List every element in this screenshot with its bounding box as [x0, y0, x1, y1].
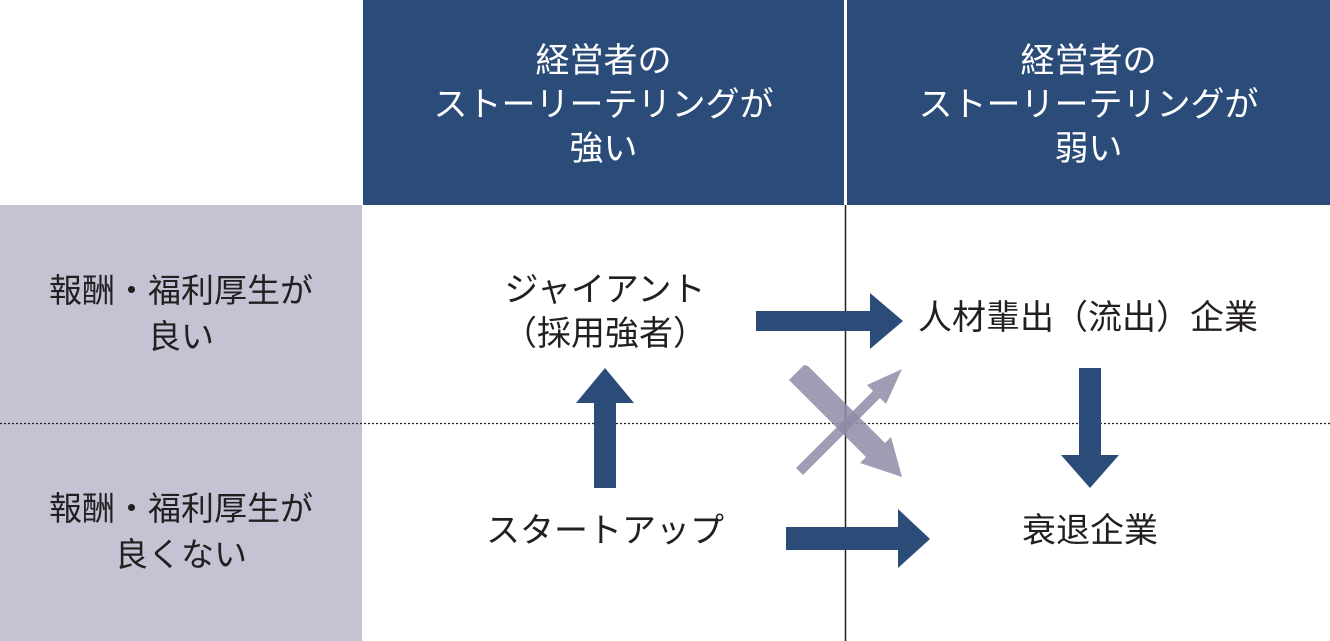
cell-giant: ジャイアント （採用強者）	[503, 268, 707, 356]
row-header-line: 良い	[148, 317, 214, 356]
cell-declining: 衰退企業	[1022, 509, 1158, 553]
column-header-line: 経営者の	[535, 40, 672, 81]
column-header-line: ストーリーテリングが	[918, 84, 1259, 125]
row-header-good-benefits: 報酬・福利厚生が 良い	[0, 205, 362, 423]
diagonal-arrow-down-right	[789, 365, 902, 477]
cell-line: （採用強者）	[503, 314, 707, 354]
cell-talent-outflow: 人材輩出（流出）企業	[918, 296, 1258, 340]
cell-startup: スタートアップ	[486, 509, 724, 553]
column-header-line: 弱い	[1054, 128, 1123, 169]
right-arrow-bottom	[786, 509, 930, 568]
cell-line: スタートアップ	[486, 511, 724, 551]
column-header-strong-storytelling: 経営者の ストーリーテリングが 強い	[363, 0, 844, 205]
column-header-line: 経営者の	[1020, 40, 1157, 81]
down-arrow	[1061, 368, 1119, 488]
up-arrow	[576, 368, 634, 488]
cell-line: 人材輩出（流出）企業	[918, 298, 1258, 338]
row-header-line: 報酬・福利厚生が	[49, 489, 313, 528]
cell-line: ジャイアント	[504, 270, 706, 310]
column-header-weak-storytelling: 経営者の ストーリーテリングが 弱い	[847, 0, 1330, 205]
row-header-line: 良くない	[115, 535, 247, 574]
cross-arrows	[788, 365, 902, 477]
row-header-poor-benefits: 報酬・福利厚生が 良くない	[0, 423, 362, 641]
column-header-line: 強い	[569, 128, 638, 169]
column-header-line: ストーリーテリングが	[433, 84, 774, 125]
row-header-line: 報酬・福利厚生が	[49, 271, 313, 310]
cell-line: 衰退企業	[1022, 511, 1158, 551]
right-arrow-top	[756, 293, 903, 349]
